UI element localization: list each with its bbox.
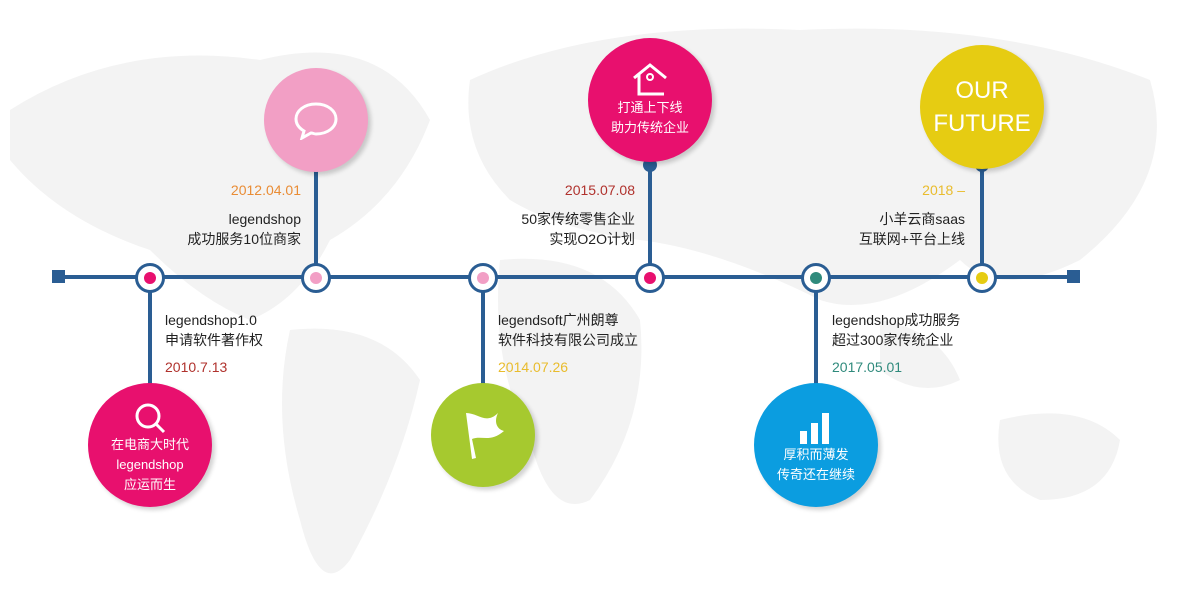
- timeline-node-2014[interactable]: [468, 263, 498, 293]
- timeline-node-2017[interactable]: [801, 263, 831, 293]
- circle-line: OUR: [955, 77, 1009, 104]
- event-date-2012: 2012.04.01: [230, 182, 301, 198]
- desc-line: legendsoft广州朗尊: [498, 312, 619, 328]
- timeline-node-2015[interactable]: [635, 263, 665, 293]
- event-desc-2018: 小羊云商saas 互联网+平台上线: [859, 209, 965, 249]
- desc-line: 超过300家传统企业: [832, 332, 954, 348]
- event-date-2017: 2017.05.01: [832, 359, 903, 375]
- desc-line: legendshop1.0: [165, 312, 257, 328]
- desc-line: 实现O2O计划: [549, 231, 635, 247]
- stem-2015: [648, 165, 652, 265]
- event-date-2015: 2015.07.08: [564, 182, 635, 198]
- timeline-node-2018[interactable]: [967, 263, 997, 293]
- timeline-start-marker: [52, 270, 65, 283]
- milestone-circle-2015: 打通上下线 助力传统企业: [588, 38, 712, 162]
- timeline-end-marker: [1067, 270, 1080, 283]
- event-date-2014: 2014.07.26: [498, 359, 569, 375]
- desc-line: 申请软件著作权: [165, 332, 263, 348]
- circle-line: 传奇还在继续: [776, 467, 855, 482]
- event-desc-2012: legendshop 成功服务10位商家: [187, 209, 301, 249]
- milestone-circle-2012: [264, 68, 368, 172]
- milestone-circle-2017: 厚积而薄发 传奇还在继续: [754, 383, 878, 507]
- desc-line: 软件科技有限公司成立: [498, 332, 638, 348]
- search-icon: [135, 403, 166, 434]
- event-desc-2010: legendshop1.0 申请软件著作权: [165, 310, 263, 350]
- stem-2017: [814, 290, 818, 390]
- circle-line: FUTURE: [933, 110, 1031, 137]
- circle-line: 应运而生: [123, 477, 176, 492]
- timeline-axis: [58, 275, 1073, 279]
- chat-bubble-icon: [294, 102, 338, 140]
- event-date-2018: 2018 –: [922, 182, 965, 198]
- stem-2010: [148, 290, 152, 390]
- milestone-circle-2010: 在电商大时代 legendshop 应运而生: [88, 383, 212, 507]
- stem-2018: [980, 165, 984, 265]
- home-icon: [633, 63, 667, 96]
- stem-2014: [481, 290, 485, 390]
- desc-line: 小羊云商saas: [879, 211, 965, 227]
- desc-line: 成功服务10位商家: [187, 231, 301, 247]
- milestone-circle-2014: [431, 383, 535, 487]
- bar-chart-icon: [800, 413, 829, 444]
- timeline-node-2012[interactable]: [301, 263, 331, 293]
- circle-line: 助力传统企业: [610, 120, 689, 135]
- desc-line: legendshop: [228, 211, 301, 227]
- flag-icon: [466, 413, 504, 459]
- event-date-2010: 2010.7.13: [165, 359, 228, 375]
- circle-line: 在电商大时代: [110, 437, 189, 452]
- event-desc-2014: legendsoft广州朗尊软件科技有限公司成立: [498, 310, 638, 350]
- event-desc-2015: 50家传统零售企业实现O2O计划: [521, 209, 635, 249]
- timeline-node-2010[interactable]: [135, 263, 165, 293]
- circle-line: 厚积而薄发: [783, 447, 849, 462]
- desc-line: legendshop成功服务: [832, 312, 961, 328]
- stem-2012: [314, 165, 318, 265]
- milestone-circle-future: OUR FUTURE: [920, 45, 1044, 169]
- circle-line: 打通上下线: [617, 100, 683, 115]
- event-desc-2017: legendshop成功服务超过300家传统企业: [832, 310, 960, 350]
- desc-line: 50家传统零售企业: [521, 211, 635, 227]
- circle-line: legendshop: [116, 457, 184, 472]
- desc-line: 互联网+平台上线: [858, 231, 965, 247]
